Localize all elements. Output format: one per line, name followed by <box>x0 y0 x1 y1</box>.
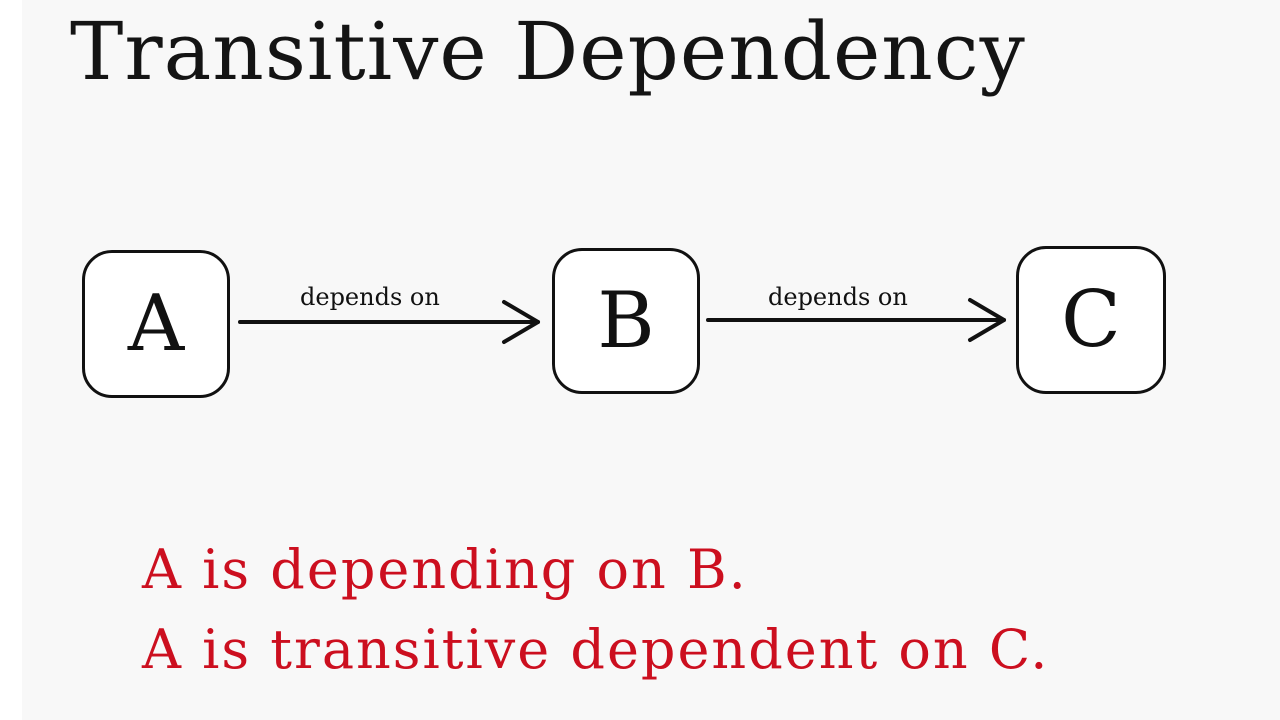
statement-direct-dependency: A is depending on B. <box>142 538 748 601</box>
node-c: C <box>1016 246 1166 394</box>
node-b-label: B <box>597 276 655 366</box>
statement-transitive-dependency: A is transitive dependent on C. <box>142 618 1050 681</box>
node-b: B <box>552 248 700 394</box>
edge-label-b-to-c: depends on <box>768 283 908 311</box>
edge-label-a-to-b: depends on <box>300 283 440 311</box>
arrow-a-to-b <box>238 300 540 344</box>
node-c-label: C <box>1061 275 1121 365</box>
slide-title: Transitive Dependency <box>70 5 1026 98</box>
node-a: A <box>82 250 230 398</box>
node-a-label: A <box>127 279 185 369</box>
arrow-b-to-c <box>706 298 1006 342</box>
